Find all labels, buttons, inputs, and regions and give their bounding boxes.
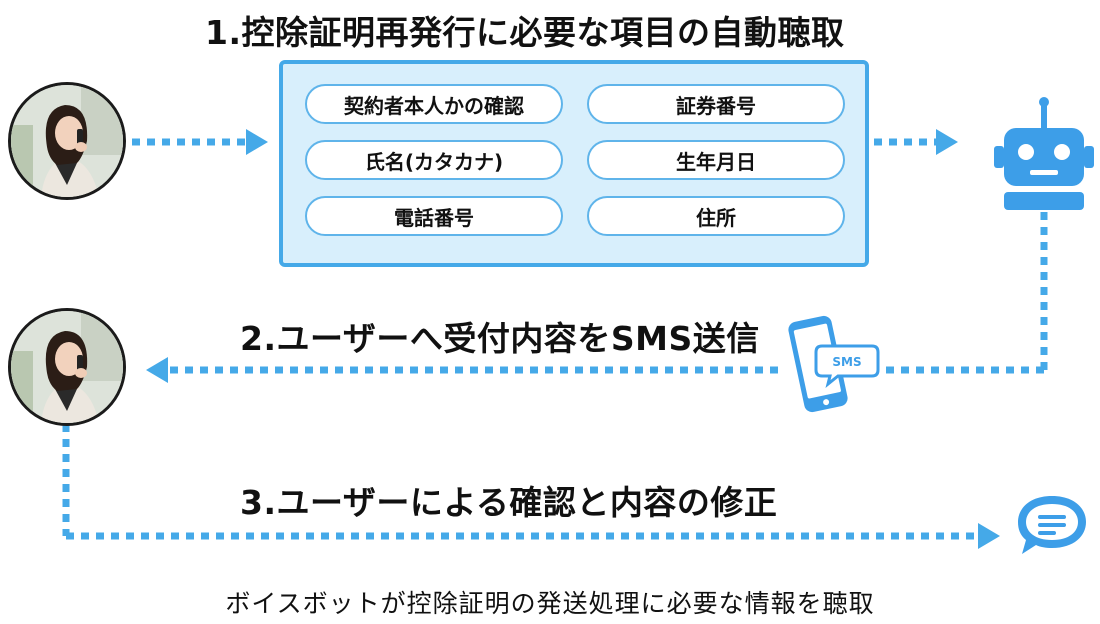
user-avatar-top — [8, 82, 126, 200]
chat-bubble-icon — [1018, 496, 1086, 554]
arrowhead-right-2 — [936, 129, 958, 155]
arrowhead-right-1 — [246, 129, 268, 155]
woman-on-phone-icon — [11, 311, 123, 423]
required-fields-panel: 契約者本人かの確認 証券番号 氏名(カタカナ) 生年月日 電話番号 住所 — [279, 60, 869, 267]
arrowhead-left — [146, 357, 168, 383]
voicebot-robot-icon — [994, 97, 1094, 210]
field-pill-name-kana: 氏名(カタカナ) — [305, 140, 563, 180]
step-2-title: 2.ユーザーへ受付内容をSMS送信 — [240, 319, 760, 358]
footer-caption: ボイスボットが控除証明の発送処理に必要な情報を聴取 — [225, 589, 875, 618]
field-pill-address: 住所 — [587, 196, 845, 236]
field-pill-policy-number: 証券番号 — [587, 84, 845, 124]
step-3-title: 3.ユーザーによる確認と内容の修正 — [240, 483, 778, 522]
sms-badge-label: SMS — [832, 355, 861, 369]
woman-on-phone-icon — [11, 85, 123, 197]
field-pill-phone-number: 電話番号 — [305, 196, 563, 236]
user-avatar-middle — [8, 308, 126, 426]
step-1-title: 1.控除証明再発行に必要な項目の自動聴取 — [205, 13, 845, 52]
field-pill-identity-check: 契約者本人かの確認 — [305, 84, 563, 124]
smartphone-sms-icon: SMS — [788, 315, 880, 413]
arrowhead-right-3 — [978, 523, 1000, 549]
field-pill-birth-date: 生年月日 — [587, 140, 845, 180]
